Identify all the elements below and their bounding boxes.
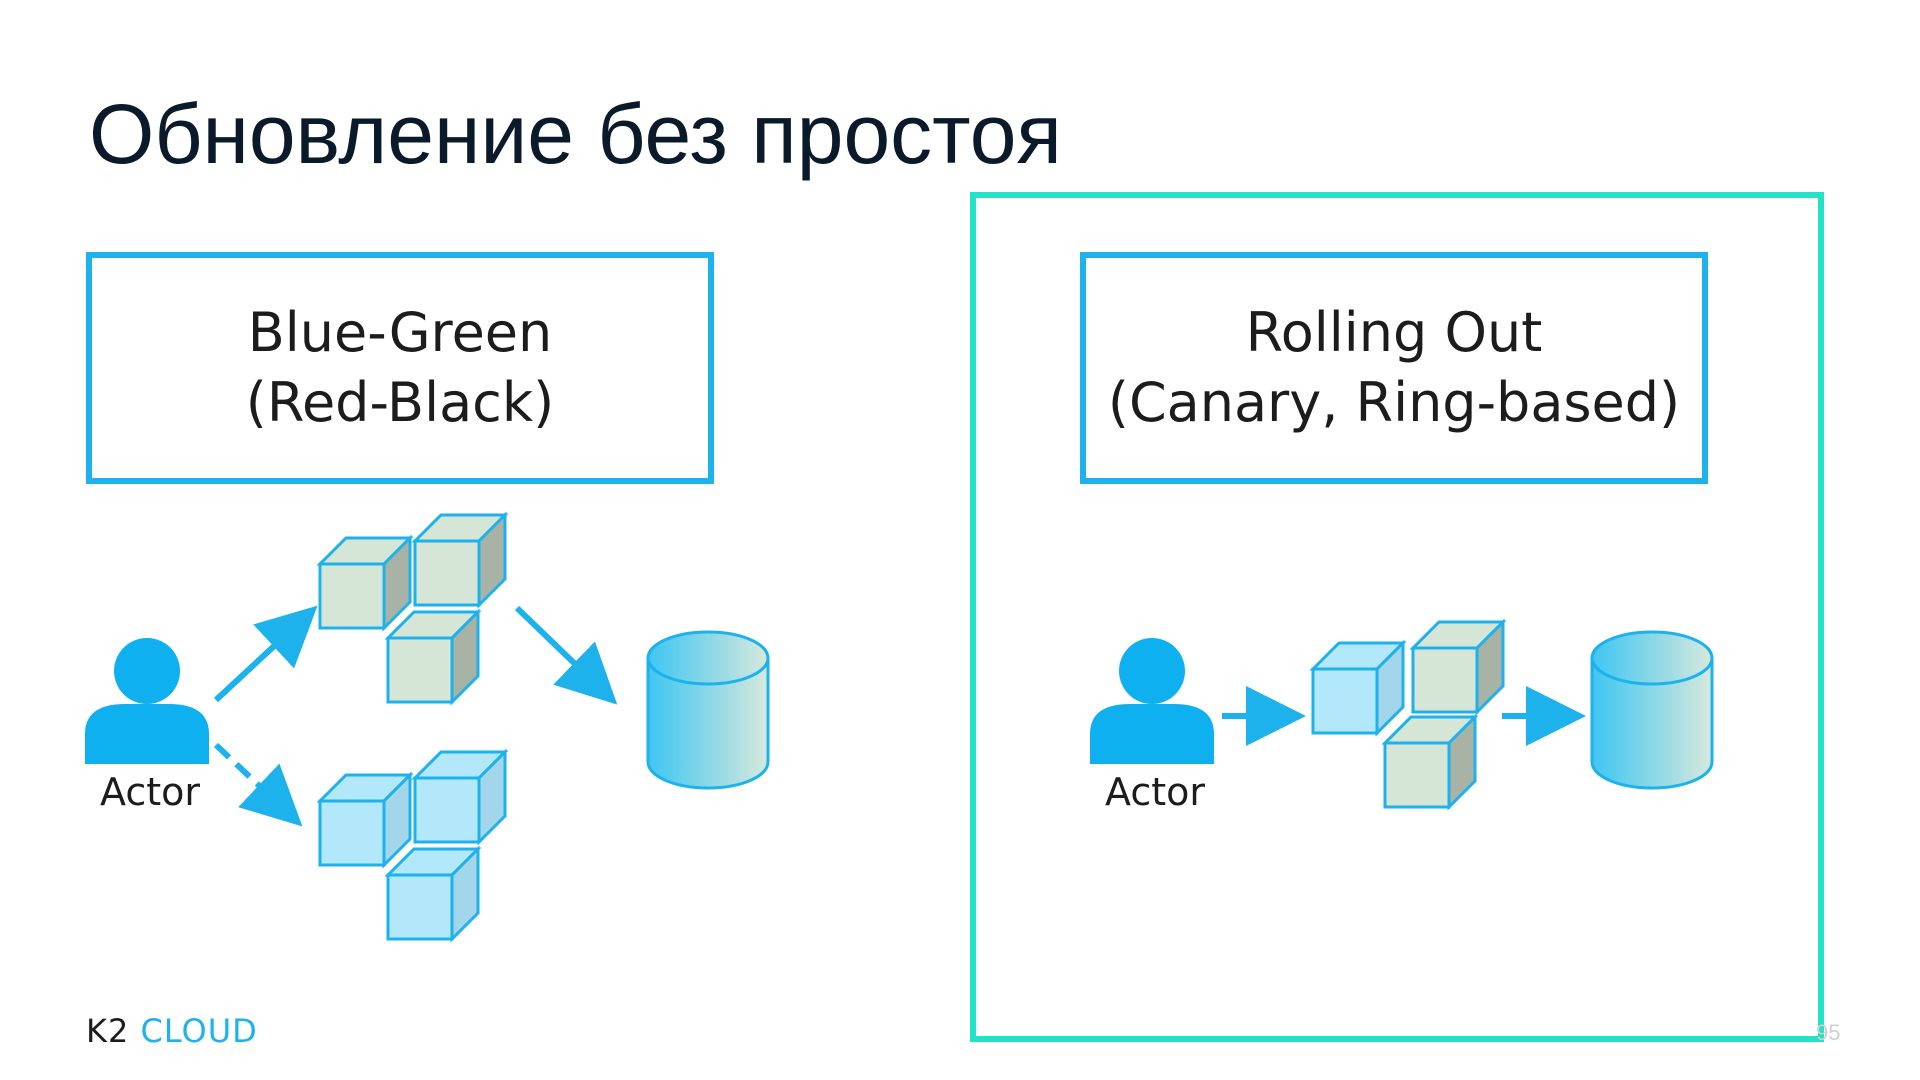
right-database-icon	[1590, 630, 1714, 790]
right-mixed-cube-cluster-icon	[1311, 620, 1505, 809]
highlight-frame	[970, 192, 1824, 1042]
left-arrow-to-green-icon	[213, 605, 318, 703]
rolling-out-subtitle: (Canary, Ring-based)	[1107, 371, 1681, 434]
left-blue-cube-cluster-icon	[318, 750, 507, 941]
rolling-out-title: Rolling Out	[1245, 301, 1543, 364]
blue-green-box: Blue-Green (Red-Black)	[86, 252, 714, 484]
page-number: 95	[1816, 1020, 1841, 1045]
blue-green-subtitle: (Red-Black)	[245, 371, 555, 434]
slide-title: Обновление без простоя	[89, 87, 1062, 181]
logo-cloud: CLOUD	[140, 1012, 258, 1050]
left-actor-label: Actor	[100, 770, 200, 814]
left-database-icon	[646, 630, 770, 790]
right-actor-label: Actor	[1105, 770, 1205, 814]
blue-green-title: Blue-Green	[247, 301, 553, 364]
left-green-cube-cluster-icon	[318, 513, 507, 704]
left-arrow-to-database-icon	[514, 605, 618, 705]
k2-cloud-logo: K2 CLOUD	[86, 1012, 258, 1050]
right-person-icon	[1090, 638, 1214, 764]
logo-k2: K2	[86, 1012, 130, 1050]
rolling-out-box: Rolling Out (Canary, Ring-based)	[1080, 252, 1708, 484]
left-arrow-to-blue-dashed-icon	[213, 742, 303, 827]
left-person-icon	[85, 638, 209, 764]
